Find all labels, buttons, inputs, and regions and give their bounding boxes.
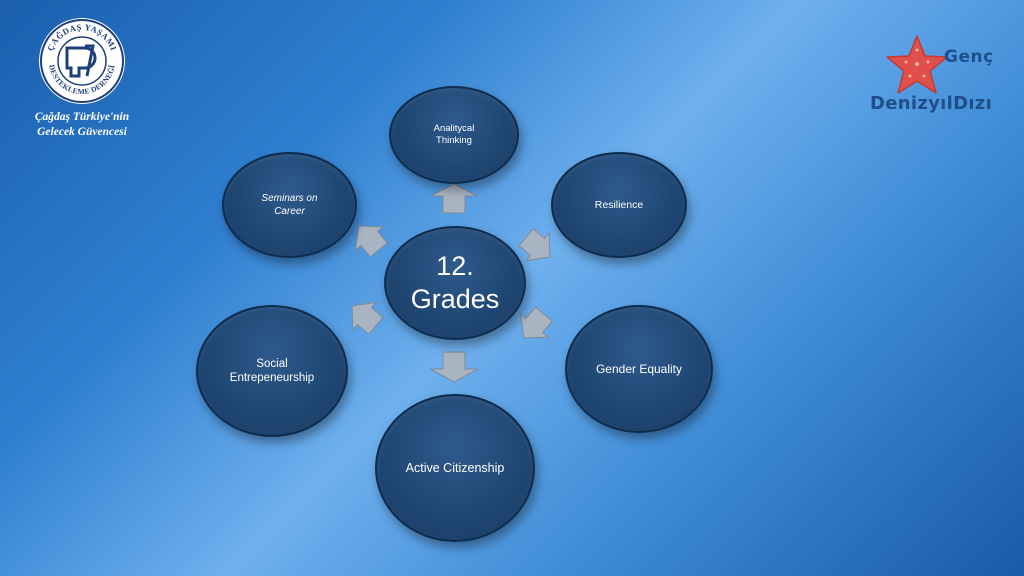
association-seal-icon: ÇAĞDAŞ YAŞAMI DESTEKLEME DERNEĞİ — [39, 18, 125, 104]
tagline-line2: Gelecek Güvencesi — [37, 126, 127, 138]
node-active-citizenship: Active Citizenship — [375, 394, 535, 542]
node-seminars-on-career-label: Seminars on Career — [261, 193, 318, 217]
brand-bottom-text: DenizyılDızı — [870, 93, 993, 114]
center-node-label: 12. Grades — [410, 251, 500, 314]
arrow-down-left — [351, 301, 384, 335]
arrow-down — [429, 351, 479, 383]
node-social-entrepreneurship: Social Entrepeneurship — [196, 305, 348, 437]
node-active-citizenship-label: Active Citizenship — [405, 461, 505, 475]
node-resilience: Resilience — [551, 152, 687, 258]
node-social-entrepreneurship-label: Social Entrepeneurship — [229, 358, 315, 384]
arrow-up-right — [518, 228, 551, 262]
node-gender-equality: Gender Equality — [565, 305, 713, 433]
arrow-down-right — [519, 306, 553, 339]
left-logo: ÇAĞDAŞ YAŞAMI DESTEKLEME DERNEĞİ Çağdaş … — [22, 16, 142, 140]
node-seminars-on-career: Seminars on Career — [222, 152, 357, 258]
arrow-up — [430, 183, 478, 214]
node-resilience-label: Resilience — [594, 199, 644, 211]
right-logo: Genç DenizyılDızı — [866, 34, 1006, 124]
arrow-up-left — [354, 225, 388, 258]
node-analytical-thinking-label: Analitycal Thinking — [433, 123, 475, 146]
node-gender-equality-label: Gender Equality — [595, 362, 683, 376]
brand-top-text: Genç — [944, 47, 994, 67]
tagline-line1: Çağdaş Türkiye'nin — [34, 111, 130, 123]
node-analytical-thinking: Analitycal Thinking — [389, 86, 519, 184]
starfish-icon — [886, 35, 948, 94]
center-node: 12. Grades — [384, 226, 526, 340]
